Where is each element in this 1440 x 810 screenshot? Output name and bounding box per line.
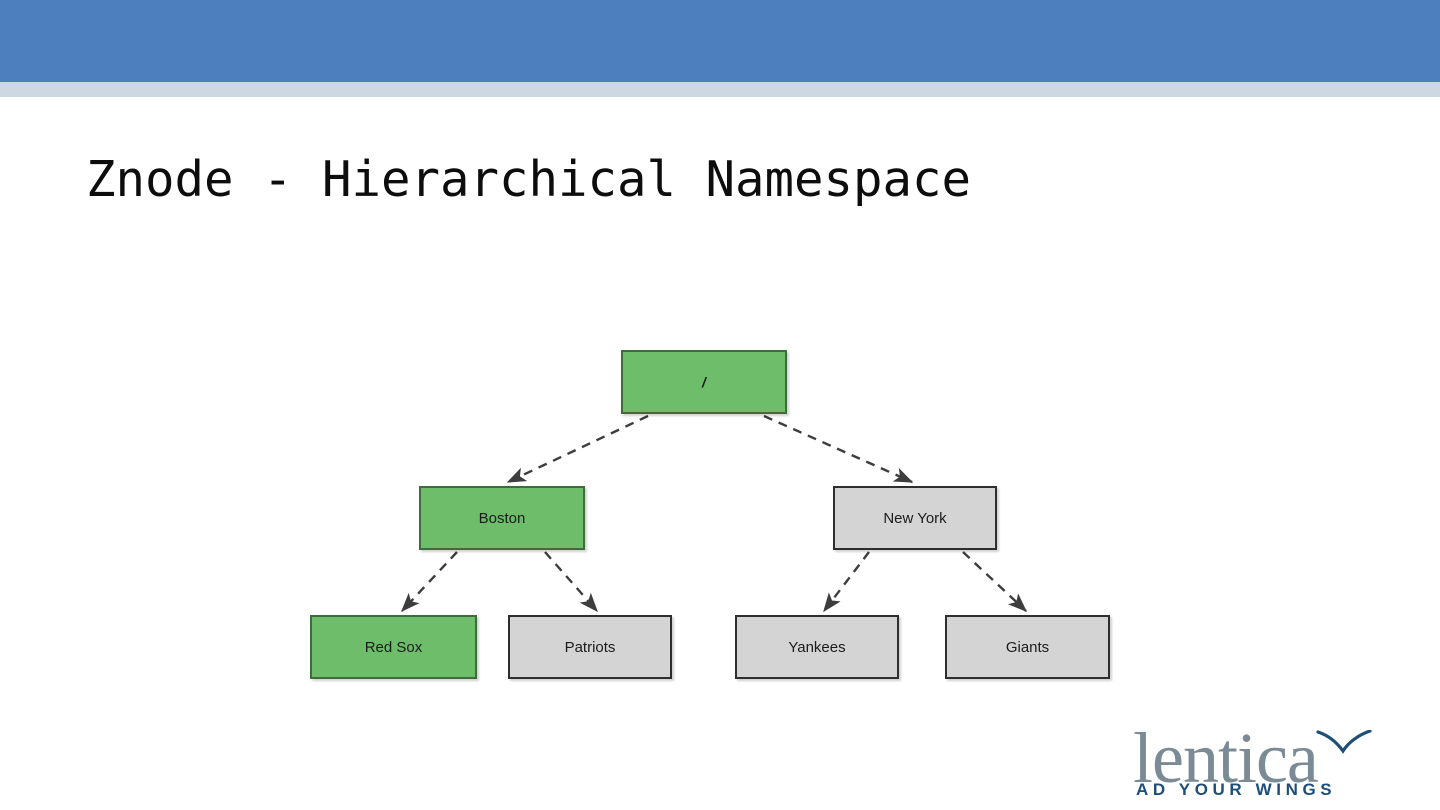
edge-newyork-to-yankees bbox=[823, 551, 870, 613]
edge-root-to-boston bbox=[506, 414, 649, 484]
tree-node-label: Red Sox bbox=[364, 638, 423, 656]
edge-boston-to-redsox bbox=[401, 551, 458, 613]
bird-icon bbox=[1316, 730, 1372, 754]
tree-node-label: New York bbox=[883, 509, 947, 527]
edge-boston-to-patriots bbox=[544, 551, 598, 613]
tree-node-giants[interactable]: Giants bbox=[945, 615, 1110, 679]
tree-node-yankees[interactable]: Yankees bbox=[735, 615, 899, 679]
tree-node-patriots[interactable]: Patriots bbox=[508, 615, 672, 679]
page-title: Znode - Hierarchical Namespace bbox=[86, 151, 972, 208]
tree-node-boston[interactable]: Boston bbox=[419, 486, 585, 550]
edge-newyork-to-giants bbox=[962, 551, 1028, 612]
header-band bbox=[0, 0, 1440, 82]
tree-node-label: Patriots bbox=[564, 638, 616, 656]
tree-node-label: / bbox=[702, 374, 706, 390]
edge-root-to-newyork bbox=[763, 414, 914, 484]
tree-node-root[interactable]: / bbox=[621, 350, 787, 414]
tree-node-label: Boston bbox=[478, 509, 526, 527]
tree-node-label: Yankees bbox=[788, 638, 846, 656]
logo-tagline: AD YOUR WINGS bbox=[1136, 780, 1337, 799]
lentica-logo: lentica AD YOUR WINGS bbox=[1133, 726, 1440, 802]
tree-node-red-sox[interactable]: Red Sox bbox=[310, 615, 477, 679]
tree-node-new-york[interactable]: New York bbox=[833, 486, 997, 550]
logo-wordmark: lentica bbox=[1133, 726, 1319, 798]
tree-node-label: Giants bbox=[1005, 638, 1050, 656]
header-accent-divider bbox=[0, 82, 1440, 97]
